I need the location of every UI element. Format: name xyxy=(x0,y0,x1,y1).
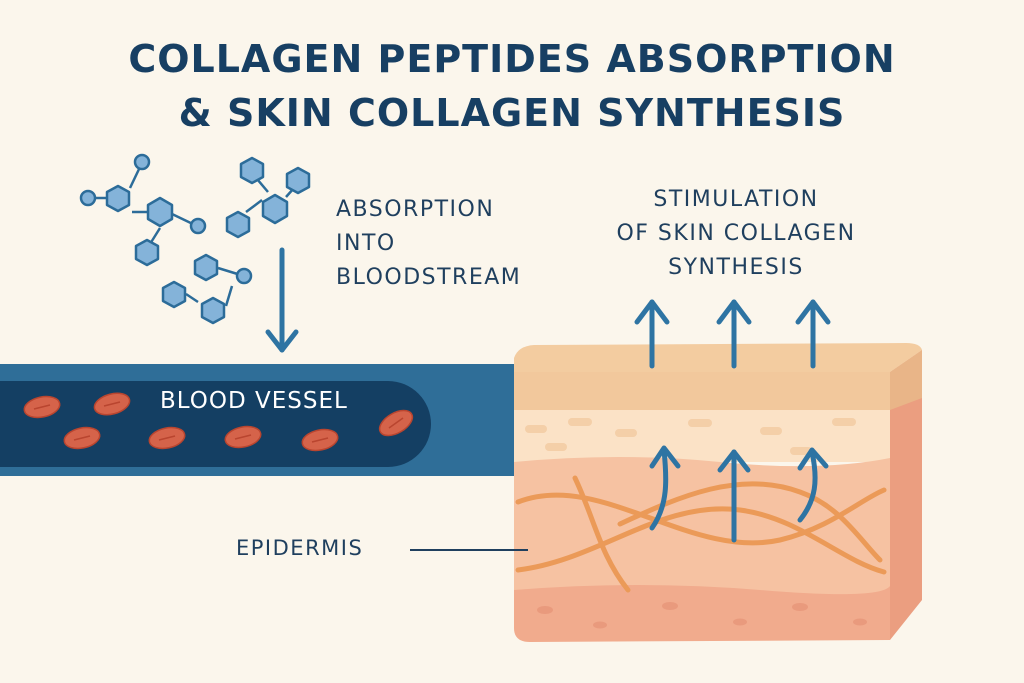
up-arrow-head xyxy=(634,299,670,325)
skin-epidermis-layer xyxy=(514,410,890,462)
cell xyxy=(593,621,607,629)
epidermis-pointer-line xyxy=(410,549,528,551)
cell xyxy=(832,418,856,426)
peptide-molecule-icon xyxy=(193,253,219,282)
atom xyxy=(189,217,207,235)
absorption-label: ABSORPTION INTO BLOODSTREAM xyxy=(336,193,521,295)
bond xyxy=(224,285,234,307)
title-line-1: COLLAGEN PEPTIDES ABSORPTION xyxy=(128,37,896,81)
down-arrow-icon xyxy=(265,247,299,353)
up-arrow-head xyxy=(795,299,831,325)
cell xyxy=(615,429,637,437)
stimulation-label: STIMULATION OF SKIN COLLAGEN SYNTHESIS xyxy=(600,183,872,285)
peptide-molecule-icon xyxy=(200,296,226,325)
cell-center xyxy=(311,437,329,443)
cell-center xyxy=(234,434,252,440)
skin-top-face xyxy=(514,343,922,372)
cell xyxy=(853,618,867,626)
cell-center xyxy=(158,435,176,441)
cell xyxy=(545,443,567,451)
peptide-molecule-icon xyxy=(161,280,187,309)
bond xyxy=(245,199,263,213)
blood-vessel xyxy=(0,364,530,476)
cell-center xyxy=(33,404,51,410)
bond xyxy=(128,166,142,189)
absorption-line-2: INTO xyxy=(336,231,396,256)
up-arrow-icon xyxy=(797,449,818,523)
cell xyxy=(760,427,782,435)
base-cells xyxy=(537,602,867,629)
atom xyxy=(79,189,97,207)
skin-dermis-layer xyxy=(514,457,890,598)
blood-cell-centers xyxy=(33,401,404,443)
up-arrow-icon xyxy=(649,447,669,531)
cell xyxy=(792,603,808,611)
peptide-molecule-icon xyxy=(261,193,289,225)
up-arrow-head xyxy=(649,445,681,469)
absorption-line-3: BLOODSTREAM xyxy=(336,265,522,290)
cell xyxy=(662,602,678,610)
up-arrow-head xyxy=(716,299,752,325)
stimulation-line-2: OF SKIN COLLAGEN xyxy=(616,221,856,246)
inner-up-arrows xyxy=(649,445,829,543)
cell-center xyxy=(73,435,91,441)
stimulation-arrows xyxy=(634,299,831,369)
cell xyxy=(688,419,712,427)
cell xyxy=(790,447,812,455)
cell-center xyxy=(388,417,404,429)
skin-side-face xyxy=(890,350,922,640)
cell xyxy=(568,418,592,426)
cell xyxy=(733,618,747,626)
peptide-molecules xyxy=(79,153,311,325)
peptide-molecule-icon xyxy=(225,210,251,239)
peptide-molecule-icon xyxy=(134,238,160,267)
title-line-2: & SKIN COLLAGEN SYNTHESIS xyxy=(178,91,846,135)
peptide-molecule-icon xyxy=(285,166,311,195)
up-arrow-head xyxy=(797,447,829,471)
cell xyxy=(537,606,553,614)
skin-surface-layer xyxy=(514,372,890,410)
skin-side-top xyxy=(890,350,922,410)
peptide-molecule-icon xyxy=(105,184,131,213)
epidermis-label: EPIDERMIS xyxy=(236,536,364,560)
peptide-molecule-icon xyxy=(239,156,265,185)
up-arrow-head xyxy=(717,449,751,473)
collagen-fiber xyxy=(617,481,883,563)
collagen-fiber xyxy=(572,475,631,593)
stimulation-line-3: SYNTHESIS xyxy=(668,255,804,280)
cell-center xyxy=(103,401,121,407)
skin-block xyxy=(514,343,922,642)
skin-base-layer xyxy=(514,585,890,642)
atom xyxy=(133,153,151,171)
stimulation-line-1: STIMULATION xyxy=(653,187,819,212)
absorption-line-1: ABSORPTION xyxy=(336,197,495,222)
atom xyxy=(235,267,253,285)
epidermis-cells xyxy=(525,418,856,455)
bond xyxy=(185,292,199,304)
peptide-molecule-icon xyxy=(146,196,174,228)
cell xyxy=(525,425,547,433)
down-arrow-head xyxy=(265,329,299,353)
blood-vessel-label: BLOOD VESSEL xyxy=(160,388,348,414)
